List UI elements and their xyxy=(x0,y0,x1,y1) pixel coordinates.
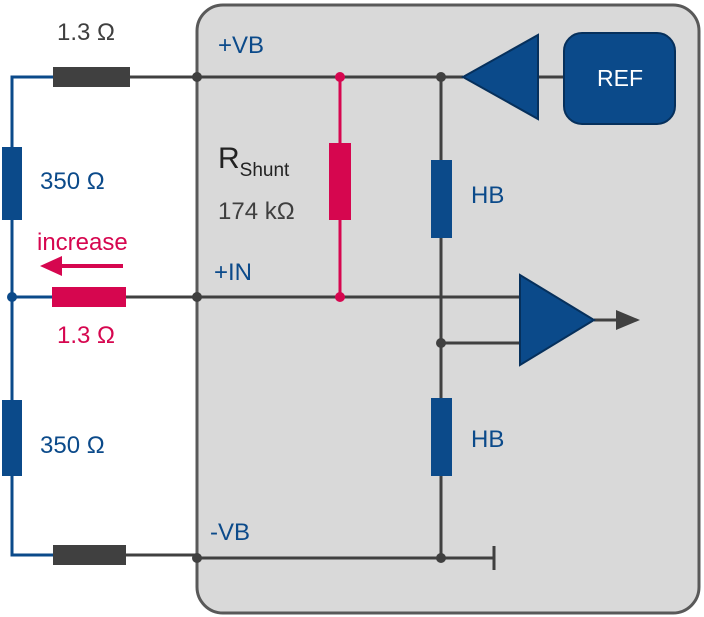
left-upper-resistor-label: 350 Ω xyxy=(40,168,105,195)
hb-lower-label: HB xyxy=(471,426,504,453)
module-box xyxy=(195,3,701,615)
hb-upper-label: HB xyxy=(471,182,504,209)
shunt-resistor xyxy=(329,143,351,220)
output-amplifier-icon xyxy=(519,273,596,367)
feed-wires xyxy=(126,75,197,557)
hb-lower-resistor xyxy=(431,398,452,476)
middle-resistor xyxy=(52,287,126,307)
ref-box xyxy=(563,32,676,125)
left-lower-resistor xyxy=(2,400,22,476)
junction-nodes xyxy=(192,72,446,563)
in-plus-label: +IN xyxy=(214,259,252,286)
external-wiring xyxy=(10,75,53,557)
buffer-amplifier-icon xyxy=(460,33,539,121)
top-resistor-label: 1.3 Ω xyxy=(57,19,115,46)
shunt-value-label: 174 kΩ xyxy=(218,198,295,225)
left-lower-resistor-label: 350 Ω xyxy=(40,432,105,459)
output-arrow-icon xyxy=(616,310,640,330)
hb-upper-resistor xyxy=(431,160,452,238)
vb-minus-label: -VB xyxy=(210,519,250,546)
vb-plus-label: +VB xyxy=(218,32,264,59)
shunt-branch xyxy=(329,72,351,302)
bottom-resistor xyxy=(53,545,126,565)
increase-label: increase xyxy=(37,229,128,256)
shunt-label: RShunt xyxy=(218,142,290,181)
internal-wiring xyxy=(197,75,618,570)
ref-label: REF xyxy=(597,65,643,91)
middle-resistor-label: 1.3 Ω xyxy=(57,322,115,349)
left-upper-resistor xyxy=(2,147,22,220)
increase-arrow-icon xyxy=(40,256,123,276)
top-resistor xyxy=(53,67,130,87)
bridge-node xyxy=(7,292,17,302)
